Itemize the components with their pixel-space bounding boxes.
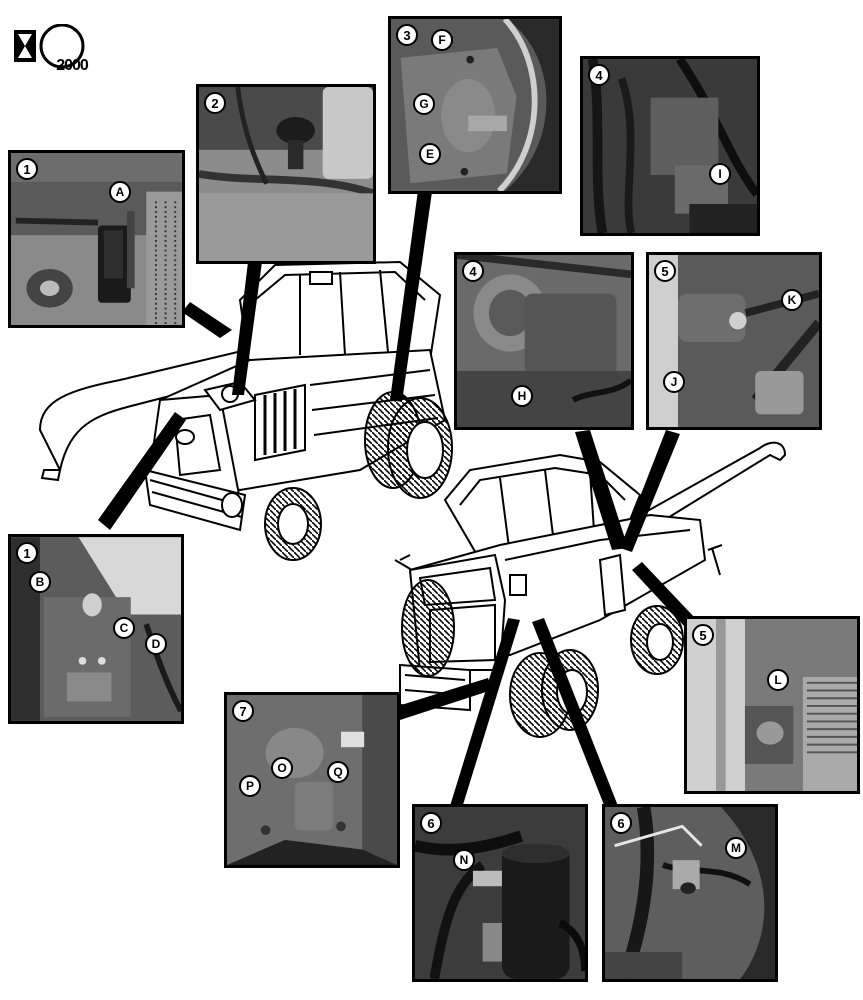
panel-4b-photo: [457, 255, 631, 427]
panel-6-filter-hoses: 6 N: [412, 804, 588, 982]
panel-number: 4: [462, 260, 484, 282]
panel-2-fuel-filter: 2: [196, 84, 376, 264]
panel-2-photo: [199, 87, 373, 261]
callout-J: J: [663, 371, 685, 393]
year-2000-logo: 2000: [10, 23, 89, 74]
callout-Q: Q: [327, 761, 349, 783]
panel-3-gearcase: 3 F G E: [388, 16, 562, 194]
panel-number: 5: [654, 260, 676, 282]
arrow-panel6a: [450, 618, 520, 808]
callout-B: B: [29, 571, 51, 593]
panel-6a-photo: [415, 807, 585, 979]
badge-text: 2000: [56, 57, 89, 74]
panel-1-oil-filter: 1 A: [8, 150, 185, 328]
arrow-panel1a: [182, 302, 232, 338]
panel-4-hydraulic-lines: 4 I: [580, 56, 760, 236]
callout-A: A: [109, 181, 131, 203]
callout-D: D: [145, 633, 167, 655]
panel-5b-photo: [687, 619, 857, 791]
callout-I: I: [709, 163, 731, 185]
callout-P: P: [239, 775, 261, 797]
callout-C: C: [113, 617, 135, 639]
arrow-panel5a: [620, 430, 680, 552]
callout-G: G: [413, 93, 435, 115]
panel-5-valve: 5 K J: [646, 252, 822, 430]
callout-N: N: [453, 849, 475, 871]
leader-arrows: [98, 190, 695, 810]
panel-1-reservoir: 1 B C D: [8, 534, 184, 724]
panel-1b-photo: [11, 537, 181, 721]
panel-6-harness: 6 M: [602, 804, 778, 982]
arrow-panel7: [398, 678, 492, 720]
panel-6b-photo: [605, 807, 775, 979]
panel-number: 7: [232, 700, 254, 722]
callout-M: M: [725, 837, 747, 859]
arrow-panel1b: [98, 412, 186, 530]
arrow-panel5b: [632, 562, 695, 626]
panel-number: 6: [610, 812, 632, 834]
arrow-panel3: [390, 190, 432, 402]
callout-H: H: [511, 385, 533, 407]
callout-E: E: [419, 143, 441, 165]
callout-K: K: [781, 289, 803, 311]
panel-7-gearbox: 7 O P Q: [224, 692, 400, 868]
panel-1a-photo: [11, 153, 182, 325]
panel-number: 4: [588, 64, 610, 86]
arrow-panel2: [232, 262, 262, 395]
combine-upper-wheels: [221, 391, 453, 561]
panel-5-drive: 5 L: [684, 616, 860, 794]
arrow-panel4b: [575, 430, 628, 550]
panel-number: 1: [16, 158, 38, 180]
callout-O: O: [271, 757, 293, 779]
panel-7-photo: [227, 695, 397, 865]
hourglass-icon: [14, 30, 36, 62]
panel-4-tank: 4 H: [454, 252, 634, 430]
panel-4a-photo: [583, 59, 757, 233]
panel-number: 1: [16, 542, 38, 564]
arrow-panel6b: [532, 618, 618, 810]
callout-F: F: [431, 29, 453, 51]
panel-number: 5: [692, 624, 714, 646]
panel-number: 6: [420, 812, 442, 834]
panel-number: 3: [396, 24, 418, 46]
panel-number: 2: [204, 92, 226, 114]
panel-5a-photo: [649, 255, 819, 427]
callout-L: L: [767, 669, 789, 691]
